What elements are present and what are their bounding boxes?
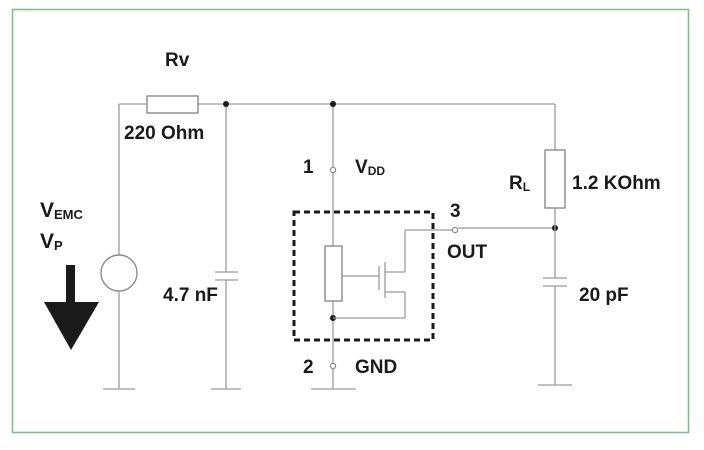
vemc-label: VEMC [40,199,84,222]
rv-resistor [146,95,199,114]
pin2-number: 2 [303,357,314,378]
down-arrow-icon [44,265,99,350]
rv-value-label: 220 Ohm [124,123,204,144]
rv-label: Rv [165,50,190,71]
vp-label: VP [40,230,63,253]
internal-resistor [324,245,343,302]
pin2-terminal [329,362,337,370]
rl-sub: L [523,180,530,194]
vdd-sub: DD [368,164,386,178]
pin3-number: 3 [450,201,461,222]
rl-label: RL [509,173,530,194]
vemc-sub: EMC [54,207,84,222]
gnd-label: GND [355,357,397,378]
cap2-value-label: 20 pF [579,285,629,306]
vdd-v: V [355,157,368,178]
vemc-v: V [40,199,54,222]
cap1-value-label: 4.7 nF [163,285,218,306]
pin1-number: 1 [303,157,314,178]
vdd-label: VDD [355,157,385,178]
vp-sub: P [54,238,63,253]
frame-border [11,8,690,434]
voltage-source [100,254,138,292]
junction-dot [330,101,336,107]
rl-resistor [544,149,566,209]
out-label: OUT [447,242,488,263]
vp-v: V [40,230,54,253]
rl-r: R [509,173,523,194]
pin3-terminal [451,226,459,234]
rl-value-label: 1.2 KOhm [572,173,661,194]
ic-boundary [292,210,435,342]
junction-dot [223,101,229,107]
pin1-terminal [329,166,337,174]
